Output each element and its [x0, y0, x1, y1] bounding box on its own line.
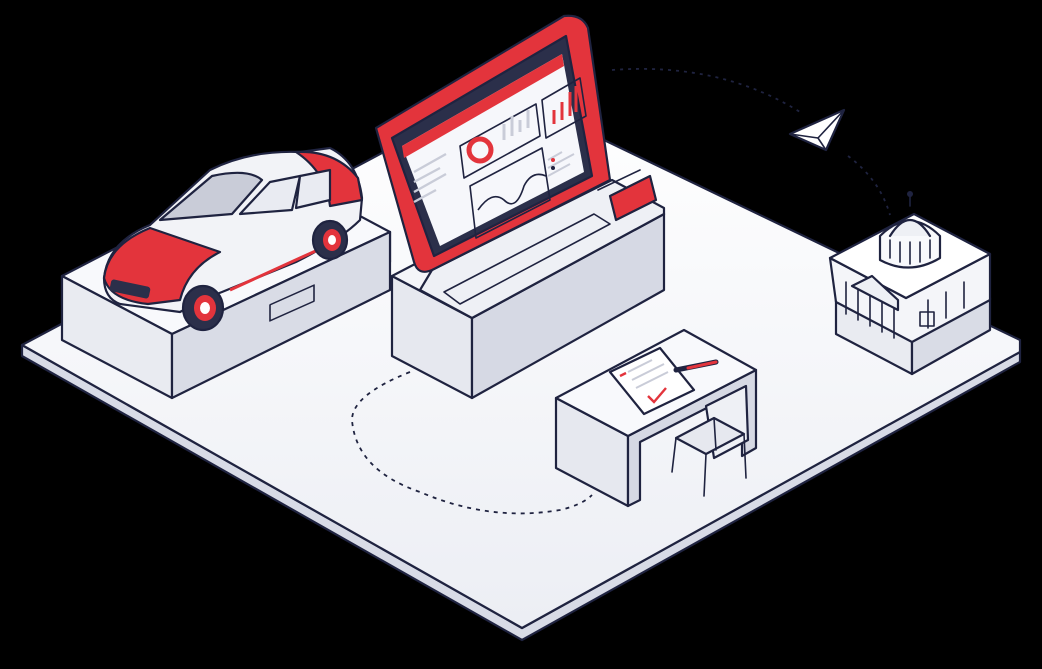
- car-icon: [102, 146, 364, 332]
- pen-icon: [673, 359, 719, 373]
- paper-plane-icon: [788, 108, 846, 152]
- delivery-path-dotted: [847, 155, 891, 216]
- line-chart-panel: [469, 147, 551, 239]
- kiosk-icon: [374, 14, 666, 400]
- desk-icon: [554, 328, 758, 508]
- pedestal-plaque: [269, 284, 315, 322]
- card-slot: [608, 174, 658, 222]
- bar-chart-panel: [541, 77, 587, 139]
- process-path-dotted: [351, 371, 593, 515]
- chair-icon: [671, 384, 750, 497]
- government-building-icon: [828, 191, 992, 376]
- document-icon: [608, 346, 696, 416]
- submission-path-dotted: [611, 67, 801, 113]
